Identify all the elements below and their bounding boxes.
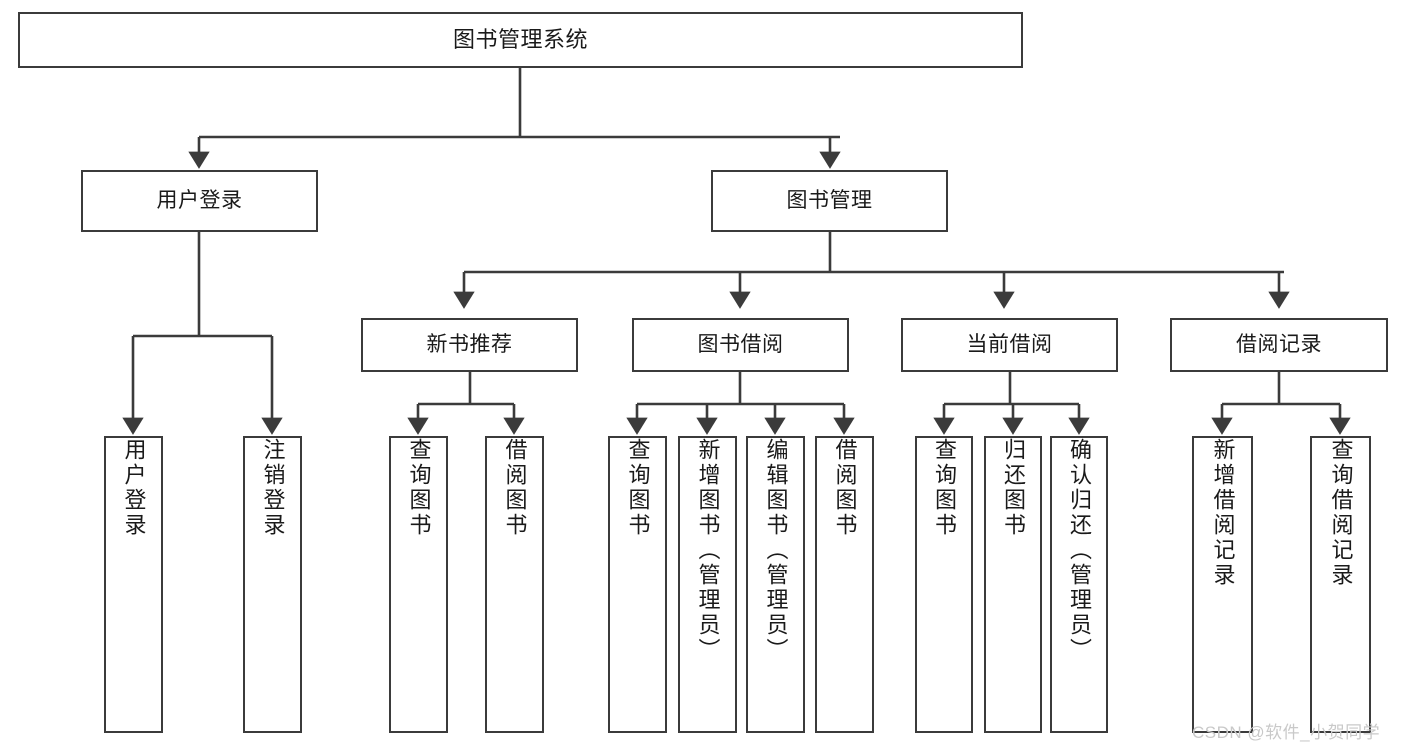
node-label: 查询图书 [406,438,432,538]
leaf-query-book-current[interactable]: 查询图书 [915,436,973,733]
leaf-add-borrow-record[interactable]: 新增借阅记录 [1192,436,1253,733]
node-label: 归还图书 [1001,438,1026,538]
node-book-borrow[interactable]: 图书借阅 [632,318,849,372]
node-label: 查询图书 [932,438,957,538]
leaf-confirm-return-admin[interactable]: 确认归还（管理员） [1050,436,1108,733]
csdn-watermark: CSDN @软件_小贺同学 [1192,723,1381,742]
leaf-user-login[interactable]: 用户登录 [104,436,163,733]
node-label: 查询借阅记录 [1328,438,1354,588]
leaf-edit-book-admin[interactable]: 编辑图书（管理员） [746,436,805,733]
node-label: 新增图书（管理员） [695,438,721,663]
node-label: 用户登录 [156,188,243,212]
node-label: 图书管理 [786,188,873,212]
node-label: 确认归还（管理员） [1067,438,1092,663]
leaf-borrow-book[interactable]: 借阅图书 [815,436,874,733]
leaf-add-book-admin[interactable]: 新增图书（管理员） [678,436,737,733]
node-borrow-records[interactable]: 借阅记录 [1170,318,1388,372]
leaf-borrow-book-new[interactable]: 借阅图书 [485,436,544,733]
leaf-return-book[interactable]: 归还图书 [984,436,1042,733]
leaf-query-borrow-record[interactable]: 查询借阅记录 [1310,436,1371,733]
node-label: 借阅图书 [832,438,858,538]
node-book-management[interactable]: 图书管理 [711,170,948,232]
node-label: 编辑图书（管理员） [763,438,789,663]
node-label: 图书借阅 [697,332,784,356]
leaf-user-logout[interactable]: 注销登录 [243,436,302,733]
node-new-book-recommend[interactable]: 新书推荐 [361,318,578,372]
node-label: 借阅图书 [502,438,528,538]
node-user-login[interactable]: 用户登录 [81,170,318,232]
node-label: 注销登录 [260,438,286,538]
node-label: 图书管理系统 [452,27,588,53]
node-label: 查询图书 [625,438,651,538]
node-root-system[interactable]: 图书管理系统 [18,12,1023,68]
node-label: 当前借阅 [966,332,1053,356]
leaf-query-book[interactable]: 查询图书 [608,436,667,733]
node-label: 新增借阅记录 [1210,438,1236,588]
node-label: 用户登录 [121,438,147,538]
node-current-borrow[interactable]: 当前借阅 [901,318,1118,372]
leaf-query-book-new[interactable]: 查询图书 [389,436,448,733]
node-label: 借阅记录 [1236,332,1322,356]
node-label: 新书推荐 [426,332,513,356]
